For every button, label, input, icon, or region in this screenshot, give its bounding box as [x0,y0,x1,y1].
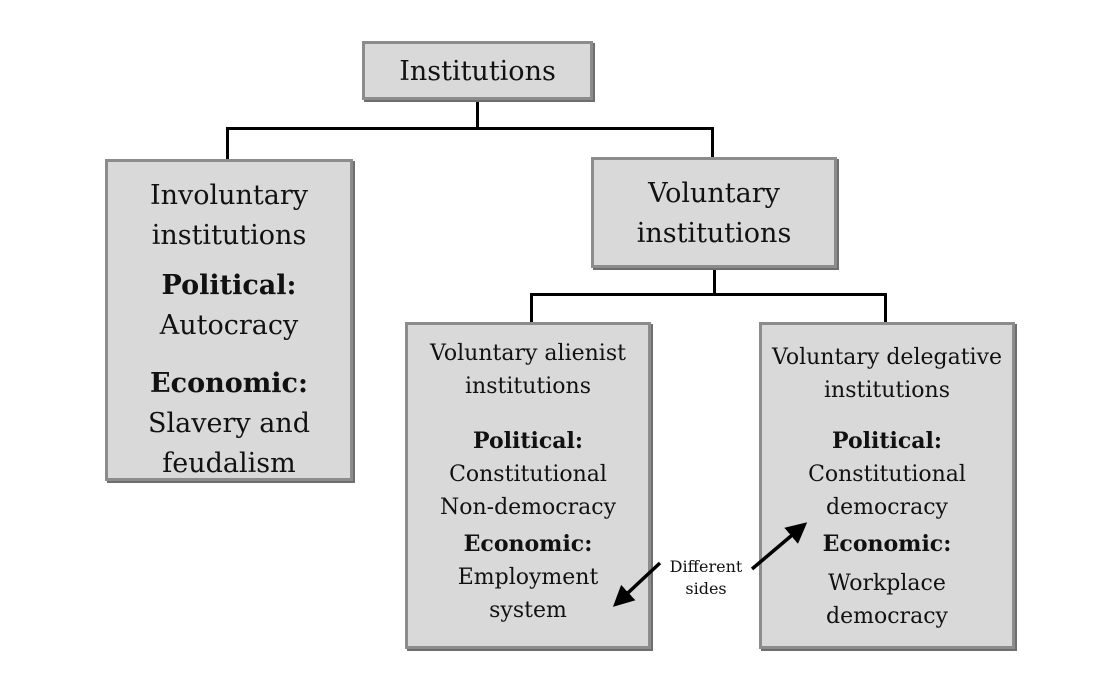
node-voluntary-institutions: Voluntary institutions [591,157,837,268]
node-voluntary-alienist-institutions: Voluntary alienist institutions Politica… [405,322,651,649]
arrow-to-delegative [750,522,808,571]
different-sides-annotation: Different sides [656,556,756,600]
alienist-economic-value-line1: Employment [457,565,599,590]
delegative-political-value-line1: Constitutional [808,462,966,487]
involuntary-economic-value-line1: Slavery and [148,408,310,439]
delegative-political-label: Political: [832,428,942,454]
arrow-to-alienist [612,561,662,607]
connector-to-involuntary [226,127,229,160]
delegative-title-line2: institutions [824,378,950,403]
alienist-title-line1: Voluntary alienist [430,341,626,366]
connector-root-stem [476,99,479,129]
involuntary-political-value: Autocracy [159,310,299,341]
voluntary-title-line1: Voluntary [648,178,780,209]
alienist-political-label: Political: [473,428,583,454]
delegative-economic-value-line1: Workplace [828,571,946,596]
alienist-title-line2: institutions [465,374,591,399]
alienist-economic-label: Economic: [463,531,593,557]
node-institutions-label: Institutions [399,56,556,87]
connector-sub-bar [530,293,887,296]
connector-voluntary-stem [713,266,716,295]
involuntary-title-line2: institutions [151,220,307,251]
delegative-title-line1: Voluntary delegative [771,345,1003,370]
annotation-line2: sides [685,579,727,598]
node-voluntary-delegative-institutions: Voluntary delegative institutions Politi… [759,322,1015,649]
alienist-economic-value-line2: system [489,598,567,623]
involuntary-political-label: Political: [161,270,297,301]
node-institutions: Institutions [362,41,593,100]
node-involuntary-institutions: Involuntary institutions Political: Auto… [105,159,353,481]
delegative-economic-value-line2: democracy [826,604,948,629]
delegative-political-value-line2: democracy [826,495,948,520]
involuntary-economic-value-line2: feudalism [162,448,296,479]
connector-top-bar [226,127,714,130]
involuntary-economic-label: Economic: [150,368,308,399]
alienist-political-value-line2: Non-democracy [439,495,616,520]
delegative-economic-label: Economic: [822,531,952,557]
annotation-line1: Different [669,557,743,576]
involuntary-title-line1: Involuntary [149,180,309,211]
connector-to-delegative [884,293,887,324]
voluntary-title-line2: institutions [636,218,792,249]
connector-to-voluntary [711,127,714,158]
connector-to-alienist [530,293,533,324]
alienist-political-value-line1: Constitutional [449,462,607,487]
